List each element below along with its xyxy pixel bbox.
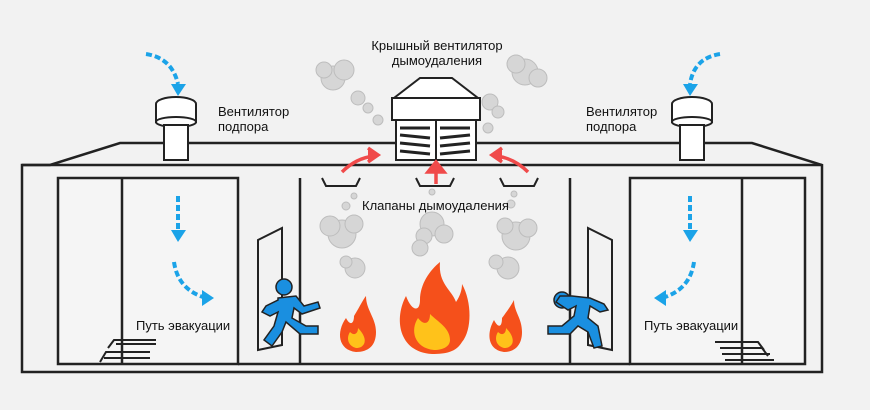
door-icon bbox=[257, 226, 283, 352]
evac-right-label: Путь эвакуации bbox=[644, 318, 739, 333]
dampers-label: Клапаны дымоудаления bbox=[362, 198, 509, 213]
airflow-arrow-icon bbox=[340, 146, 530, 184]
building-outline bbox=[20, 141, 824, 374]
supply-fan-right-label-line2: подпора bbox=[586, 119, 637, 134]
smoke-damper-icon bbox=[321, 177, 539, 187]
fire-icon bbox=[399, 262, 470, 354]
evac-left-label: Путь эвакуации bbox=[136, 318, 231, 333]
supply-fan-right-label: Вентилятор подпора bbox=[586, 104, 657, 134]
supply-fan-left-label-line1: Вентилятор bbox=[218, 104, 290, 119]
airflow-arrow-icon bbox=[145, 52, 721, 300]
roof-exhaust-fan-icon bbox=[391, 77, 481, 161]
supply-fan-icon bbox=[671, 96, 713, 161]
supply-fan-left-label: Вентилятор подпора bbox=[218, 104, 289, 134]
fire-icon bbox=[489, 300, 522, 352]
roof-fan-label-line2: дымоудаления bbox=[391, 53, 483, 68]
supply-fan-icon bbox=[155, 96, 197, 161]
roof-fan-label: Крышный вентилятор дымоудаления bbox=[362, 38, 512, 68]
running-person-icon bbox=[547, 291, 610, 349]
running-person-icon bbox=[260, 278, 321, 348]
stairs-icon bbox=[715, 341, 774, 361]
smoke-cloud-icon bbox=[315, 54, 548, 280]
supply-fan-right-label-line1: Вентилятор bbox=[586, 104, 658, 119]
supply-fan-left-label-line2: подпора bbox=[218, 119, 269, 134]
fire-icon bbox=[340, 296, 376, 352]
roof-fan-label-line1: Крышный вентилятор bbox=[371, 38, 503, 53]
airflow-arrow-icon bbox=[171, 84, 698, 306]
stairs-icon bbox=[99, 339, 156, 363]
